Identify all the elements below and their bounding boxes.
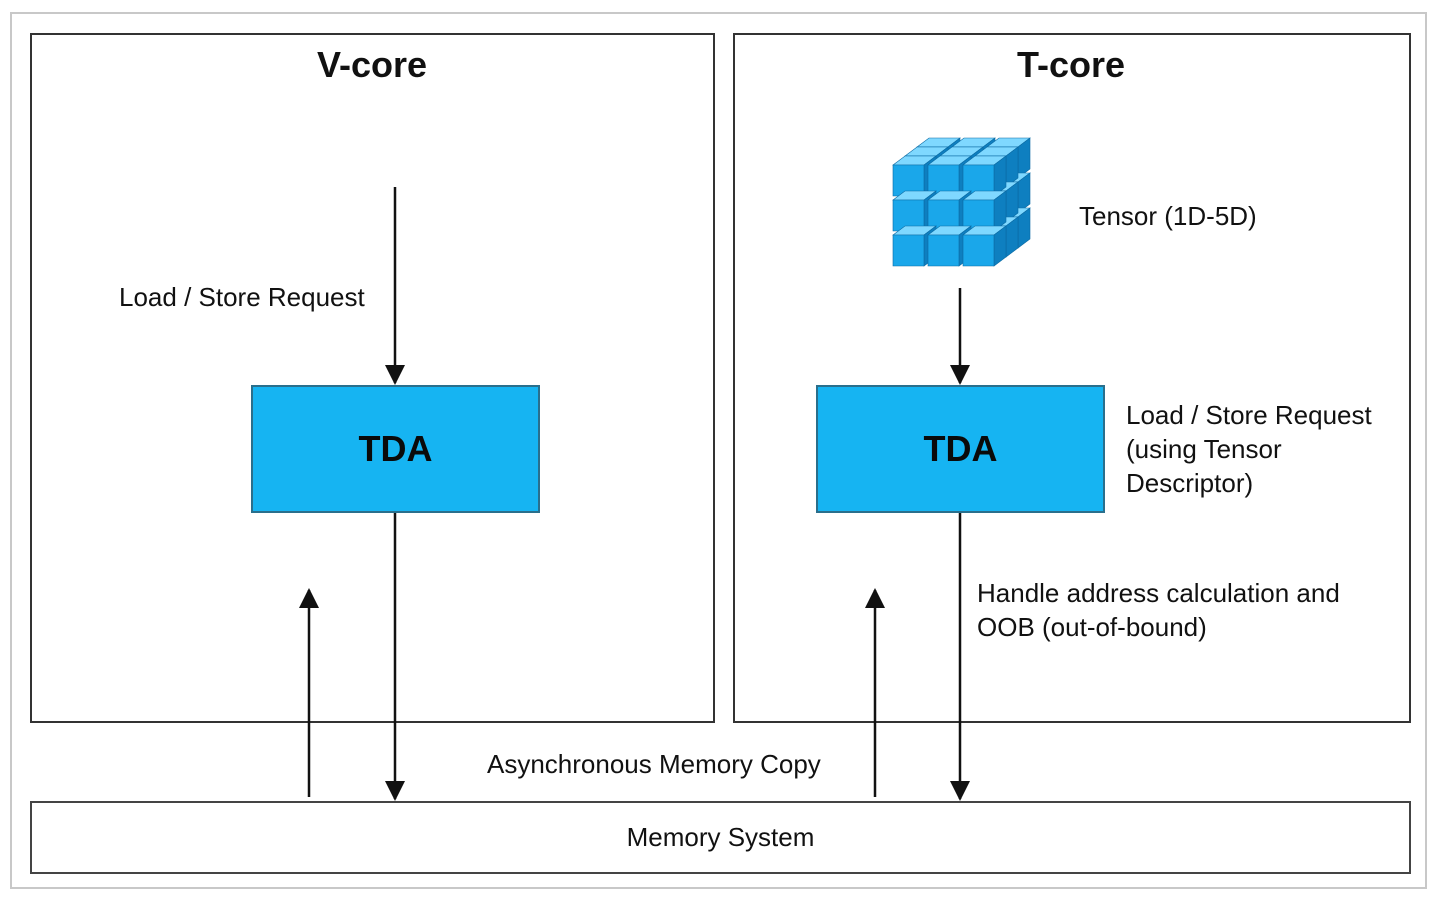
t-core-request-label: Load / Store Request (using Tensor Descr… <box>1126 398 1372 500</box>
tensor-cell-front <box>962 234 995 267</box>
tensor-cell-front <box>927 234 960 267</box>
memory-system-label: Memory System <box>626 822 815 852</box>
t-core-tda-label: TDA <box>923 428 998 469</box>
v-core-tda-label: TDA <box>358 428 433 469</box>
t-core-request-line-3: Descriptor) <box>1126 468 1254 498</box>
v-core-request-label: Load / Store Request <box>119 282 365 312</box>
tensor-cell-front <box>892 234 925 267</box>
v-core-title: V-core <box>316 44 428 85</box>
tensor-cube-icon <box>892 137 1031 267</box>
t-core-title: T-core <box>1016 44 1126 85</box>
handle-address-line-2: OOB (out-of-bound) <box>977 612 1207 642</box>
tensor-label: Tensor (1D-5D) <box>1079 201 1257 231</box>
async-memory-copy-label: Asynchronous Memory Copy <box>487 749 821 779</box>
v-core-box <box>30 33 715 723</box>
t-core-request-line-2: (using Tensor <box>1126 434 1282 464</box>
memory-system-box: Memory System <box>30 801 1411 874</box>
handle-address-label: Handle address calculation and OOB (out-… <box>977 576 1340 644</box>
diagram-frame <box>10 12 1427 889</box>
v-core-tda-box: TDA <box>251 385 540 513</box>
t-core-tda-box: TDA <box>816 385 1105 513</box>
handle-address-line-1: Handle address calculation and <box>977 578 1340 608</box>
t-core-box <box>733 33 1411 723</box>
t-core-request-line-1: Load / Store Request <box>1126 400 1372 430</box>
